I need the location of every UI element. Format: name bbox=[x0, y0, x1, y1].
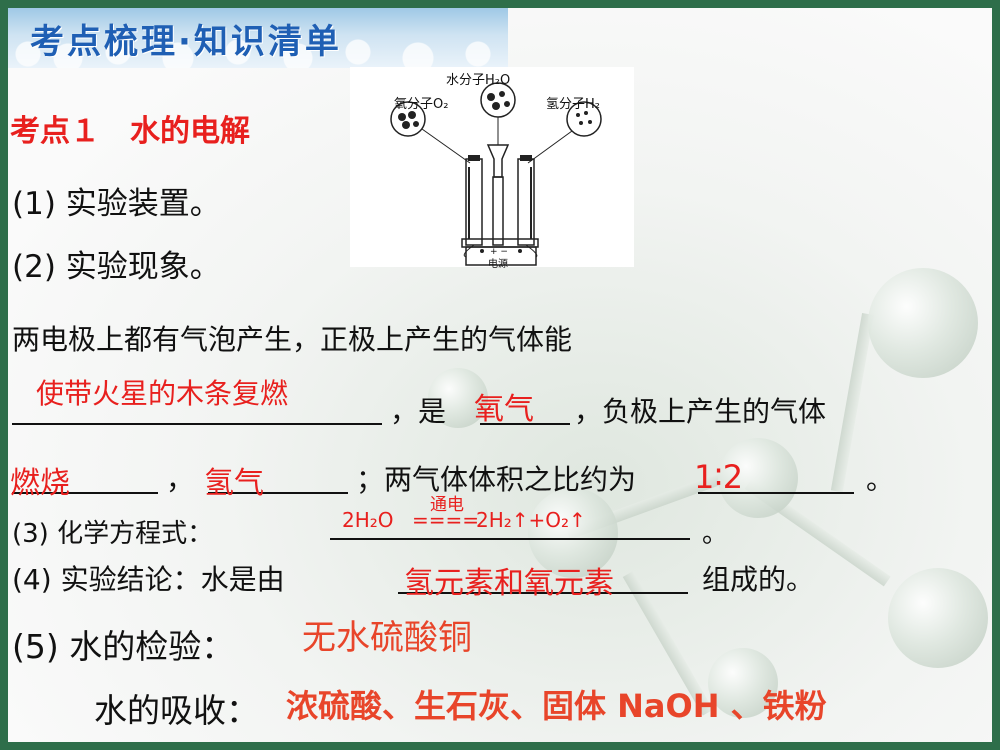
water-absorb-label: 水的吸收： bbox=[94, 691, 259, 730]
item-4: (4) 实验结论：水是由 bbox=[12, 563, 285, 596]
blank-line bbox=[330, 538, 690, 540]
banner-clouds bbox=[8, 34, 508, 68]
equation-left: 2H₂O bbox=[342, 508, 394, 532]
molecule-sphere bbox=[868, 268, 978, 378]
item-4-end: 组成的。 bbox=[702, 563, 815, 596]
blank-line bbox=[698, 492, 854, 494]
equation-right: 2H₂↑+O₂↑ bbox=[476, 508, 586, 532]
item-1: (1) 实验装置。 bbox=[12, 186, 221, 222]
hydrogen-molecule-label: 氢分子H₂ bbox=[546, 97, 600, 112]
item-5: (5) 水的检验： bbox=[12, 627, 235, 666]
answer-water-test: 无水硫酸铜 bbox=[302, 618, 472, 658]
molecule-sphere bbox=[718, 438, 798, 518]
equation-arrow: ==== bbox=[412, 508, 480, 532]
section-heading: 考点１ 水的电解 bbox=[10, 114, 250, 149]
answer-water-absorb: 浓硫酸、生石灰、固体 NaOH 、铁粉 bbox=[286, 687, 827, 725]
molecule-sphere bbox=[708, 648, 778, 718]
power-source-label: 电源 bbox=[488, 259, 508, 270]
line-2-is: ，是 bbox=[390, 395, 447, 428]
line-3-end: 。 bbox=[866, 463, 895, 496]
line-2-rest: ，负极上产生的气体 bbox=[574, 395, 827, 428]
answer-elements: 氢元素和氧元素 bbox=[404, 566, 614, 601]
line-3-middle: ；两气体体积之比约为 bbox=[356, 463, 637, 496]
blank-line bbox=[208, 492, 348, 494]
blank-line bbox=[12, 423, 382, 425]
item-3: (3) 化学方程式： bbox=[12, 519, 214, 549]
electrolysis-diagram: 水分子H₂O 氧分子O₂ 氢分子H₂ + − 电源 bbox=[350, 67, 634, 270]
answer-positive-gas-test: 使带火星的木条复燃 bbox=[36, 377, 289, 410]
blank-line bbox=[12, 492, 158, 494]
water-molecule-label: 水分子H₂O bbox=[446, 73, 511, 88]
blank-line bbox=[398, 592, 688, 594]
answer-hydrogen: 氢气 bbox=[204, 466, 264, 501]
item-2: (2) 实验现象。 bbox=[12, 249, 221, 285]
answer-burn: 燃烧 bbox=[10, 466, 70, 501]
power-sign-label: + − bbox=[490, 247, 508, 257]
molecule-sphere bbox=[428, 368, 488, 428]
equation-condition: 通电 bbox=[430, 495, 464, 515]
answer-volume-ratio: 1∶2 bbox=[694, 458, 744, 496]
phenomenon-line-1: 两电极上都有气泡产生，正极上产生的气体能 bbox=[12, 323, 573, 356]
molecule-sphere bbox=[528, 488, 618, 578]
blank-line bbox=[480, 423, 570, 425]
line-3-separator: ， bbox=[166, 463, 195, 496]
slide-content: 考点梳理·知识清单 考点１ 水的电解 bbox=[8, 8, 992, 742]
item-3-end: 。 bbox=[702, 519, 729, 549]
page-title: 考点梳理·知识清单 bbox=[30, 22, 342, 62]
title-banner: 考点梳理·知识清单 bbox=[8, 8, 508, 68]
electrolysis-apparatus-icon bbox=[390, 82, 602, 266]
answer-oxygen: 氧气 bbox=[474, 392, 534, 427]
molecule-sphere bbox=[888, 568, 988, 668]
oxygen-molecule-label: 氧分子O₂ bbox=[394, 97, 449, 112]
